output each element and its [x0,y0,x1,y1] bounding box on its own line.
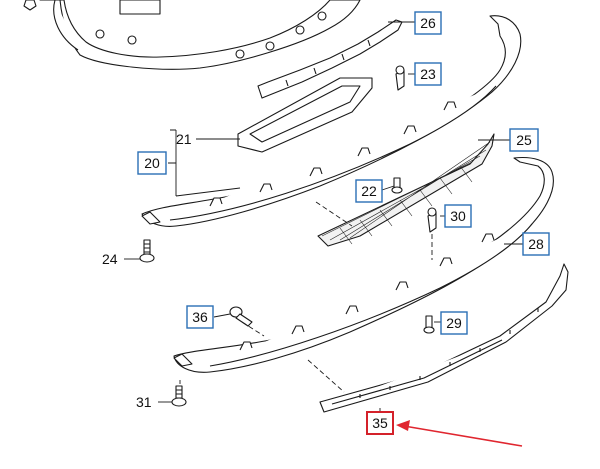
screw-24 [139,239,155,263]
callout-24-text: 24 [102,251,118,267]
callout-29-text: 29 [446,315,462,331]
callout-23-text: 23 [420,66,436,82]
clip-fastener-23 [395,65,405,91]
screw-29 [423,315,435,334]
upper-diffuser-20 [141,15,522,227]
clip-tabs-20 [209,101,457,207]
callout-21: 21 [176,131,192,147]
callout-22: 22 [355,179,383,203]
callout-35-text: 35 [372,415,388,431]
callout-36-text: 36 [192,309,208,325]
callout-20-text: 20 [144,155,160,171]
callout-26: 26 [414,11,442,35]
grille-mesh-25 [317,133,495,247]
lower-diffuser-28 [173,156,554,373]
clip-fastener-30 [427,207,437,233]
callout-28: 28 [522,232,550,256]
callout-29: 29 [440,311,468,335]
callout-26-text: 26 [420,15,436,31]
vehicle-rear-body [23,0,361,70]
lower-trim-strip-35 [319,263,569,413]
assembly-dash-lines [179,201,433,393]
callout-31: 31 [136,394,152,410]
callout-28-text: 28 [528,236,544,252]
callout-24: 24 [102,251,118,267]
callout-30: 30 [444,204,472,228]
callout-35-highlighted: 35 [366,411,394,435]
callout-31-text: 31 [136,394,152,410]
trim-strip-26 [257,19,403,99]
callout-20: 20 [137,151,167,175]
callout-22-text: 22 [361,183,377,199]
callout-36: 36 [186,305,214,329]
clip-tabs-28 [239,233,495,351]
red-pointer-arrow [396,420,523,447]
center-insert-21 [237,77,373,153]
screw-22 [391,177,403,194]
screw-31 [171,385,187,407]
callout-23: 23 [414,62,442,86]
leader-lines [124,21,524,412]
callout-21-text: 21 [176,131,192,147]
callout-25: 25 [509,128,539,152]
bolt-36 [229,306,253,327]
callout-30-text: 30 [450,208,466,224]
callout-25-text: 25 [516,132,532,148]
